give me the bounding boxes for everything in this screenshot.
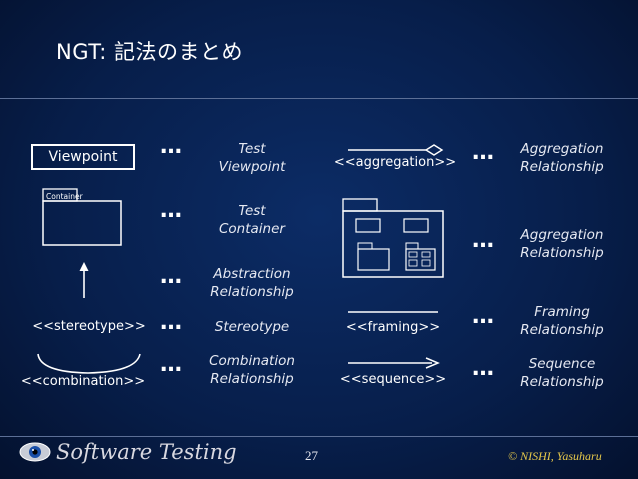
- abstraction-arrow-notation: [79, 262, 89, 298]
- software-testing-logo: Software Testing: [56, 440, 237, 464]
- meaning-framing-relationship: Framing Relationship: [520, 304, 604, 338]
- eye-logo-icon: [19, 442, 51, 462]
- meaning-combination-relationship: Combination Relationship: [209, 353, 295, 387]
- ellipsis-9: …: [472, 356, 495, 381]
- ellipsis-8: …: [472, 304, 495, 329]
- container-tab-label: Container: [46, 192, 84, 201]
- aggregation-line-notation: [348, 144, 444, 156]
- container-notation: Container: [42, 188, 122, 246]
- meaning-test-viewpoint: Test Viewpoint: [218, 141, 286, 175]
- stereotype-notation: <<stereotype>>: [32, 319, 146, 334]
- ellipsis-3: …: [160, 264, 183, 289]
- viewpoint-notation: Viewpoint: [31, 144, 135, 170]
- slide-title: NGT: 記法のまとめ: [56, 40, 244, 64]
- ellipsis-1: …: [160, 134, 183, 159]
- sequence-notation: <<sequence>>: [339, 372, 447, 387]
- meaning-sequence-relationship: Sequence Relationship: [520, 356, 604, 390]
- framing-line-notation: [348, 311, 438, 313]
- ellipsis-4: …: [160, 310, 183, 335]
- meaning-aggregation-relationship-2: Aggregation Relationship: [520, 227, 604, 261]
- combination-notation: <<combination>>: [20, 374, 146, 389]
- meaning-stereotype: Stereotype: [214, 319, 290, 335]
- aggregation-notation: <<aggregation>>: [333, 155, 457, 170]
- ellipsis-5: …: [160, 352, 183, 377]
- ellipsis-7: …: [472, 228, 495, 253]
- copyright: © NISHI, Yasuharu: [508, 449, 602, 463]
- aggregation-nested-container-notation: [342, 198, 444, 278]
- framing-notation: <<framing>>: [345, 320, 441, 335]
- meaning-aggregation-relationship-1: Aggregation Relationship: [520, 141, 604, 175]
- ellipsis-6: …: [472, 140, 495, 165]
- sequence-arrow-notation: [348, 357, 440, 369]
- ellipsis-2: …: [160, 198, 183, 223]
- footer-divider: [0, 436, 638, 437]
- page-number: 27: [305, 448, 318, 463]
- meaning-test-container: Test Container: [219, 203, 285, 237]
- combination-arc-notation: [37, 353, 141, 374]
- meaning-abstraction-relationship: Abstraction Relationship: [210, 266, 294, 300]
- title-divider: [0, 98, 638, 99]
